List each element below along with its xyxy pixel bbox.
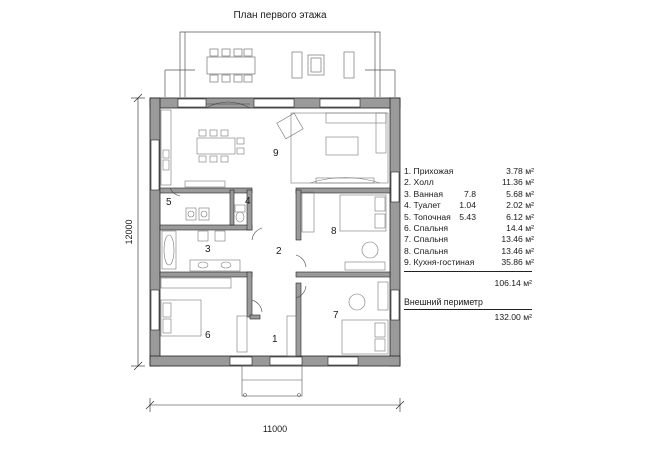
bedroom-8 [301,191,387,271]
perimeter-divider [404,309,532,310]
room-number-6: 6 [205,330,211,341]
doors [169,187,307,313]
legend-room-area: 6.12 м² [506,211,534,222]
room-numbers: 1 2 3 4 5 6 7 8 9 [166,148,339,345]
legend-row: 6. Спальня 14.4 м² [404,223,534,234]
outer-walls [149,97,401,367]
width-dimension-label: 11000 [263,424,287,434]
entrance-porch [241,365,303,397]
legend-row: 1. Прихожая 3.78 м² [404,166,534,177]
inner-walls [159,187,391,357]
room-number-1: 1 [272,334,278,345]
legend-room-area: 13.46 м² [501,234,534,245]
room-number-3: 3 [205,244,211,255]
width-dimension [145,398,405,412]
legend-room-area: 5.68 м² [506,188,534,199]
legend-row: 4. Туалет 1.04 2.02 м² [404,200,534,211]
toilet [234,204,246,223]
boiler-room [185,207,210,221]
legend-room-subarea: 1.04 [459,200,476,211]
legend-row: 3. Ванная 7.8 5.68 м² [404,189,534,200]
room-number-4: 4 [245,196,251,207]
legend-row: 2. Холл 11.36 м² [404,177,534,188]
room-number-8: 8 [331,226,337,237]
legend-room-name: 6. Спальня [404,222,449,233]
legend-room-area: 35.86 м² [501,257,534,268]
terrace-dining-table [206,48,256,83]
perimeter-value: 132.00 м² [494,312,532,322]
room-number-9: 9 [273,148,279,159]
legend-row: 9. Кухня-гостиная 35.86 м² [404,257,534,268]
legend-row: 5. Топочная 5.43 6.12 м² [404,212,534,223]
legend-room-name: 7. Спальня [404,234,449,245]
legend-room-name: 9. Кухня-гостиная [404,257,475,268]
kitchen-dining [160,109,245,188]
legend-room-area: 2.02 м² [506,200,534,211]
room-number-2: 2 [276,246,282,257]
total-area: 106.14 м² [494,278,532,288]
windows [150,98,400,366]
legend-room-area: 11.36 м² [501,177,534,188]
legend-room-name: 5. Топочная [404,211,451,222]
height-dimension-label: 12000 [124,219,134,244]
terrace-lounge [291,51,355,79]
legend-row: 7. Спальня 13.46 м² [404,234,534,245]
legend-room-area: 14.4 м² [506,222,534,233]
room-number-5: 5 [166,197,172,208]
bedroom-6 [160,277,248,353]
legend-room-name: 8. Спальня [404,245,449,256]
plan-title: План первого этажа [233,10,327,21]
terrace-door [205,101,251,109]
legend-divider [404,270,532,272]
legend-room-area: 13.46 м² [501,245,534,256]
legend-row: 8. Спальня 13.46 м² [404,246,534,257]
legend-room-area: 3.78 м² [506,166,534,176]
legend-room-name: 2. Холл [404,177,434,188]
legend-room-subarea: 5.43 [459,211,476,222]
bathroom [161,230,241,272]
legend-room-subarea: 7.8 [464,188,476,199]
height-dimension [131,93,145,371]
perimeter-label: Внешний периметр [404,297,483,307]
legend-room-name: 1. Прихожая [404,166,454,176]
legend-room-name: 3. Ванная [404,188,443,199]
living-room [276,112,389,184]
terrace [164,31,396,97]
room-number-7: 7 [333,310,339,321]
legend-room-name: 4. Туалет [404,200,441,211]
bedroom-7 [286,281,389,357]
